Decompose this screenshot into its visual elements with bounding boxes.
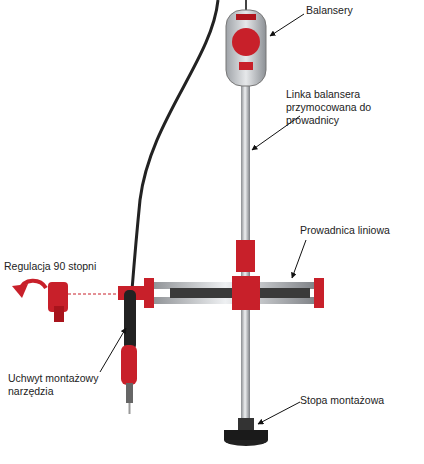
tool xyxy=(121,290,137,414)
tool-cable xyxy=(132,0,218,290)
linear-guide xyxy=(144,276,324,310)
balancer xyxy=(226,10,266,86)
part-label: Stopa montażowa xyxy=(300,394,420,407)
leader-line xyxy=(100,328,126,372)
part-label: Balansery xyxy=(306,4,416,17)
part-label: Regulacja 90 stopni xyxy=(4,260,134,273)
slider-block xyxy=(236,240,255,272)
part-label: Linka balansera przymocowana do prowadni… xyxy=(286,88,422,127)
rotation-icon xyxy=(12,281,68,322)
leader-line xyxy=(270,14,304,36)
part-label: Uchwyt montażowy narzędzia xyxy=(8,372,104,398)
leader-line xyxy=(292,240,306,278)
adjust-guide xyxy=(68,294,120,295)
leader-line xyxy=(258,402,300,424)
part-label: Prowadnica liniowa xyxy=(300,224,420,237)
